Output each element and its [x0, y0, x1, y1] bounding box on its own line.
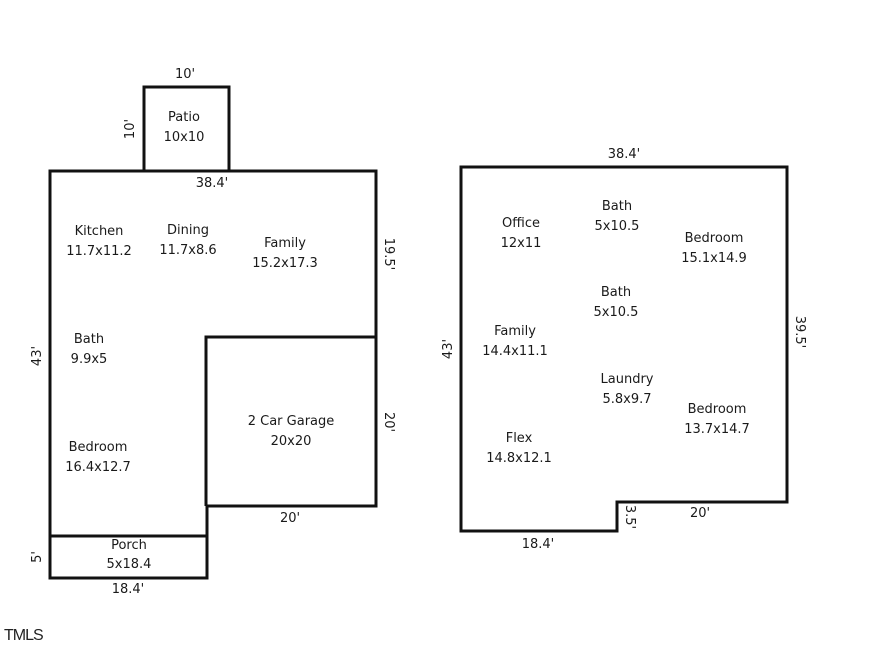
room-family: Family 15.2x17.3: [252, 234, 318, 274]
room-name: Bath: [601, 199, 633, 214]
room-bath-upper: Bath 5x10.5: [595, 197, 640, 237]
room-name: Bedroom: [684, 231, 744, 246]
mls-logo: TMLS: [4, 627, 44, 644]
room-size: 5.8x9.7: [602, 392, 652, 407]
room-flex: Flex 14.8x12.1: [486, 429, 552, 469]
room-name: Family: [264, 236, 306, 251]
room-name: Dining: [167, 223, 209, 238]
dim-porch-bottom: 18.4': [111, 582, 145, 597]
room-size: 15.1x14.9: [681, 251, 747, 266]
room-size: 20x20: [270, 434, 312, 449]
room-name: Patio: [168, 110, 200, 125]
garage-wall: [204, 335, 376, 506]
room-dining: Dining 11.7x8.6: [159, 221, 216, 261]
room-size: 15.2x17.3: [252, 256, 318, 271]
room-size: 11.7x11.2: [66, 244, 132, 259]
room-size: 13.7x14.7: [684, 422, 750, 437]
dim-floor2-step: 3.5': [622, 504, 637, 530]
room-size: 10x10: [163, 130, 205, 145]
room-family-upper: Family 14.4x11.1: [482, 322, 548, 362]
dim-floor1-right-upper: 19.5': [381, 237, 396, 271]
room-size: 5x10.5: [593, 305, 639, 320]
dim-garage-bottom: 20': [279, 511, 301, 526]
room-bedroom-lower: Bedroom 13.7x14.7: [684, 400, 750, 440]
room-name: Bath: [600, 285, 632, 300]
room-size: 5x10.5: [594, 219, 640, 234]
room-size: 14.4x11.1: [482, 344, 548, 359]
room-patio: Patio 10x10: [164, 108, 205, 148]
room-name: Office: [502, 216, 540, 231]
room-name: Laundry: [600, 372, 654, 387]
room-name: 2 Car Garage: [247, 414, 335, 429]
room-kitchen: Kitchen 11.7x11.2: [66, 222, 132, 262]
room-garage: 2 Car Garage 20x20: [248, 412, 335, 452]
room-name: Porch: [111, 538, 147, 553]
dim-floor2-bottom-left: 18.4': [521, 537, 555, 552]
dim-floor2-left: 43': [441, 338, 456, 360]
dim-floor2-bottom-right: 20': [689, 506, 711, 521]
dim-garage-right: 20': [381, 411, 396, 433]
room-name: Bedroom: [68, 440, 128, 455]
room-name: Family: [494, 324, 536, 339]
dim-patio-top: 10': [174, 67, 196, 82]
dim-floor2-top: 38.4': [607, 147, 641, 162]
room-name: Bedroom: [687, 402, 747, 417]
room-laundry: Laundry 5.8x9.7: [601, 370, 654, 410]
room-size: 11.7x8.6: [159, 243, 217, 258]
dim-floor1-top: 38.4': [195, 176, 229, 191]
dim-patio-left: 10': [123, 118, 138, 140]
porch-outline: [48, 534, 209, 580]
room-porch: Porch 5x18.4: [107, 536, 152, 574]
room-name: Bath: [73, 332, 105, 347]
room-bath-lower: Bath 5x10.5: [594, 283, 639, 323]
floor2-outline: [459, 165, 789, 533]
room-bath: Bath 9.9x5: [71, 330, 108, 370]
room-size: 16.4x12.7: [65, 460, 131, 475]
room-name: Kitchen: [74, 224, 124, 239]
room-office: Office 12x11: [501, 214, 542, 254]
room-size: 9.9x5: [70, 352, 108, 367]
room-size: 12x11: [500, 236, 542, 251]
room-bedroom: Bedroom 16.4x12.7: [65, 438, 131, 478]
dim-floor1-left: 43': [30, 345, 45, 367]
room-name: Flex: [505, 431, 533, 446]
dim-porch-left: 5': [30, 551, 45, 563]
room-size: 14.8x12.1: [486, 451, 552, 466]
dim-floor2-right: 39.5': [792, 315, 807, 349]
room-bedroom-upper: Bedroom 15.1x14.9: [681, 229, 747, 269]
room-size: 5x18.4: [106, 557, 152, 572]
